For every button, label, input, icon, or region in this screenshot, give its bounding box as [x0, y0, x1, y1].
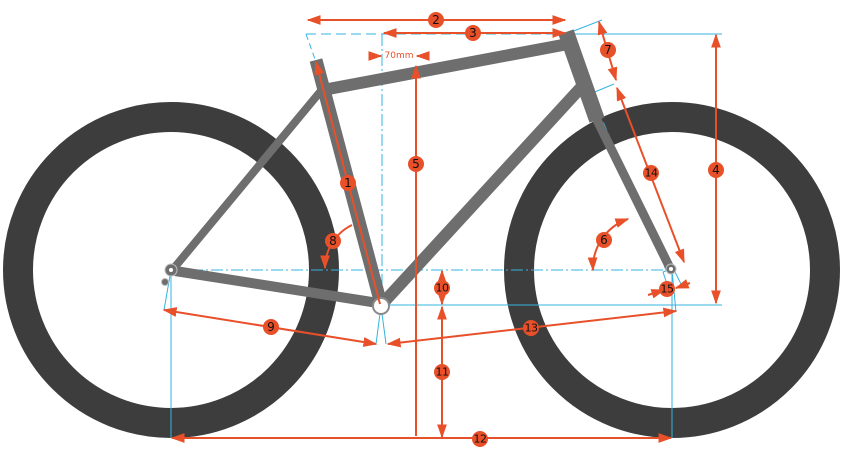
- marker-8-label: 8: [329, 234, 337, 248]
- marker-13: 13: [523, 320, 539, 336]
- marker-15-label: 15: [661, 283, 674, 296]
- marker-10-label: 10: [436, 282, 449, 295]
- marker-7-label: 7: [604, 43, 612, 57]
- marker-6: 6: [596, 232, 612, 248]
- marker-15: 15: [659, 281, 675, 297]
- marker-7: 7: [600, 42, 616, 58]
- marker-5: 5: [408, 156, 424, 172]
- marker-9-label: 9: [267, 320, 275, 334]
- marker-9: 9: [263, 319, 279, 335]
- marker-2-label: 2: [432, 13, 440, 27]
- marker-14-label: 14: [645, 167, 658, 180]
- marker-4-label: 4: [712, 163, 720, 177]
- front-dropout: [665, 263, 677, 275]
- marker-1-label: 1: [344, 176, 352, 190]
- marker-8: 8: [325, 233, 341, 249]
- offset-label: 70mm: [385, 51, 414, 61]
- marker-3: 3: [465, 25, 481, 41]
- marker-11: 11: [434, 364, 450, 380]
- marker-12: 12: [472, 431, 488, 447]
- marker-4: 4: [708, 162, 724, 178]
- marker-12-label: 12: [474, 433, 487, 446]
- marker-1: 1: [340, 175, 356, 191]
- rear-dropout: [161, 263, 178, 286]
- bottom-bracket: [372, 297, 390, 315]
- marker-5-label: 5: [412, 157, 420, 171]
- marker-14: 14: [643, 165, 659, 181]
- marker-3-label: 3: [469, 26, 477, 40]
- marker-10: 10: [434, 280, 450, 296]
- marker-13-label: 13: [525, 322, 538, 335]
- marker-11-label: 11: [436, 366, 449, 379]
- marker-2: 2: [428, 12, 444, 28]
- marker-6-label: 6: [600, 233, 608, 247]
